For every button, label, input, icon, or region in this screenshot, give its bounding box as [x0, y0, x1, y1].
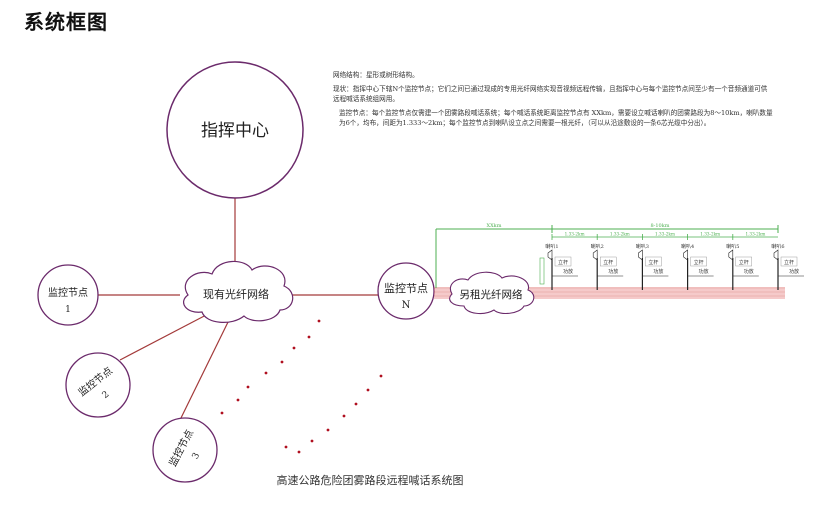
pole-label-4: 立杆	[694, 259, 704, 266]
node-n-index: N	[402, 300, 411, 311]
node-1-index: 1	[65, 305, 71, 315]
leased-network-cloud	[449, 271, 535, 315]
amp-label-3: 功放	[653, 268, 663, 275]
notes-node: 监控节点：每个监控节点仅需建一个团雾路段喊话系统；每个喊话系统距离监控节点有 X…	[339, 109, 773, 127]
spacing-label-3: 1.33-2km	[655, 232, 675, 237]
pole-label-5: 立杆	[739, 259, 749, 266]
speaker-label-5: 喇叭5	[726, 243, 739, 250]
node-2-circle	[65, 352, 131, 418]
speaker-label-2: 喇叭2	[591, 243, 604, 250]
spacing-label-5: 1.33-2km	[745, 232, 765, 237]
amp-label-2: 功放	[608, 268, 618, 275]
span-dimension: 8-10km	[552, 223, 779, 233]
pole-label-2: 立杆	[603, 259, 613, 266]
link-node2-network	[119, 312, 211, 361]
notes-panel: 网络结构：星形或树形结构。 现状：指挥中心下辖N个监控节点；它们之间已通过现成的…	[333, 70, 773, 132]
amp-label-1: 功放	[563, 268, 573, 275]
link-node3-network	[179, 317, 231, 421]
spacing-label-1: 1.33-2km	[565, 232, 585, 237]
amp-label-5: 功放	[744, 268, 754, 275]
leased-network-label: 另租光纤网络	[460, 288, 523, 301]
page-title: 系统框图	[24, 10, 108, 34]
existing-network-label: 现有光纤网络	[203, 287, 269, 301]
pole-label-3: 立杆	[648, 259, 658, 266]
command-center-label: 指挥中心	[201, 121, 269, 141]
node-n-name: 监控节点	[384, 281, 428, 295]
node-3-circle	[152, 417, 218, 483]
pole-label-1: 立杆	[558, 259, 568, 266]
notes-structure: 网络结构：星形或树形结构。	[333, 71, 419, 79]
diagram-caption: 高速公路危险团雾路段远程喊话系统图	[276, 474, 464, 487]
speaker-label-3: 喇叭3	[636, 243, 649, 250]
speaker-label-1: 喇叭1	[545, 243, 558, 250]
pole-label-6: 立杆	[784, 259, 794, 266]
spacing-label-2: 1.33-2km	[610, 232, 630, 237]
command-center-circle	[166, 61, 304, 199]
node-n-circle	[377, 262, 435, 320]
node-1-name: 监控节点	[48, 286, 88, 299]
speaker-label-4: 喇叭4	[681, 243, 694, 250]
spacing-label-4: 1.33-2km	[700, 232, 720, 237]
amp-label-4: 功放	[699, 268, 709, 275]
distance-label: XXkm	[487, 223, 502, 229]
node-1-circle	[37, 264, 99, 326]
span-label: 8-10km	[650, 223, 669, 229]
cable-drop-marker	[539, 257, 545, 285]
speaker-label-6: 喇叭6	[771, 243, 784, 250]
amp-label-6: 功放	[789, 268, 799, 275]
node-2-index: 2	[101, 390, 112, 401]
node-3-index: 3	[191, 451, 203, 461]
existing-network-cloud	[183, 260, 294, 323]
notes-status: 现状：指挥中心下辖N个监控节点；它们之间已通过现成的专用光纤网络实现音视频远程传…	[333, 85, 768, 103]
continuation-dots	[220, 319, 383, 454]
